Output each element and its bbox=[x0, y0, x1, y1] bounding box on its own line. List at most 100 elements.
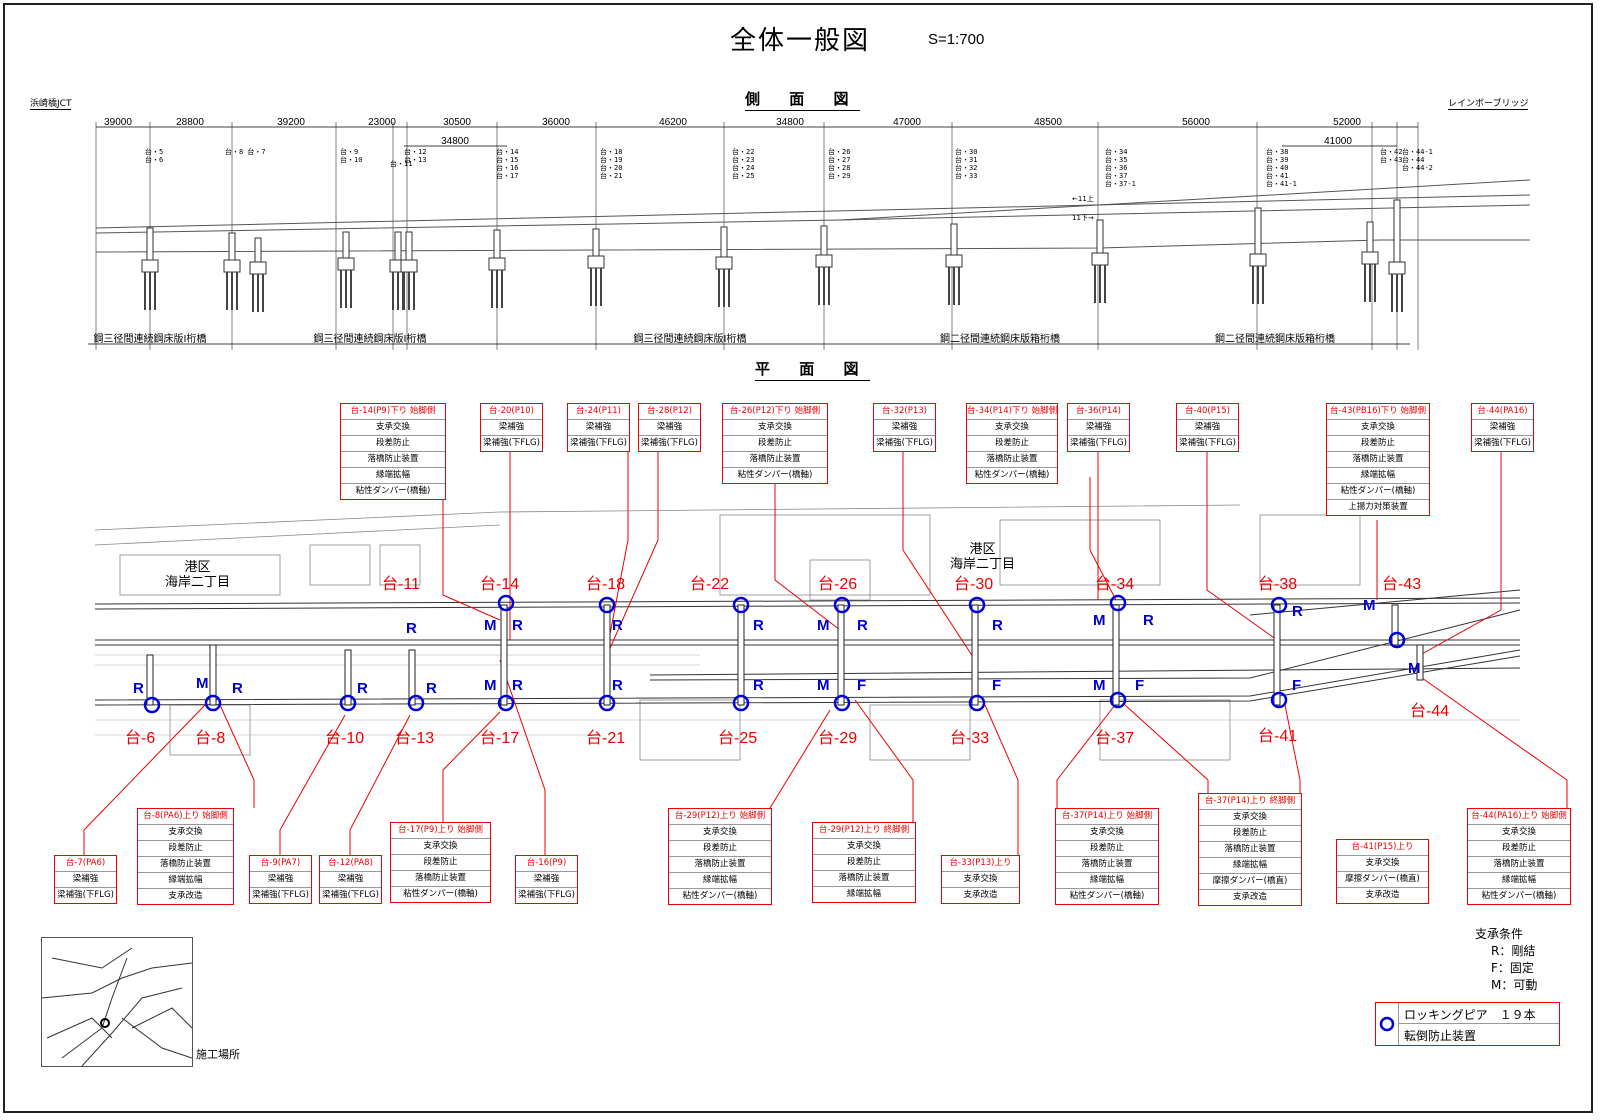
pier-group: 台・18 台・19 台・20 台・21 bbox=[600, 148, 623, 180]
callout-box: 台-41(P15)上り 支承交換 摩擦ダンパー(橋直) 支承改造 bbox=[1336, 839, 1429, 904]
bearing-condition-label: M bbox=[1093, 677, 1106, 694]
callout-item: 縁端拡幅 bbox=[341, 468, 445, 484]
callout-item: 粘性ダンパー(橋軸) bbox=[1069, 891, 1145, 901]
callout-box: 台-44(PA16) 梁補強 梁補強(下FLG) bbox=[1471, 403, 1534, 452]
legend-item: F：固定 bbox=[1491, 961, 1534, 975]
rocking-pier-circle bbox=[598, 596, 616, 614]
pier-group: 台・44-1 台・44 台・44-2 bbox=[1402, 148, 1433, 172]
rocking-pier-circle bbox=[833, 694, 851, 712]
callout-item: 梁補強(下FLG) bbox=[322, 890, 379, 900]
pier-group: 台・9 台・10 bbox=[340, 148, 363, 164]
callout-item: 縁端拡幅 bbox=[138, 873, 233, 889]
callout-box: 台-44(PA16)上り 始脚側 支承交換 段差防止 落橋防止装置 縁端拡幅 粘… bbox=[1467, 808, 1571, 905]
sub-span-label: 34800 bbox=[441, 136, 469, 147]
span-label: 39000 bbox=[104, 117, 132, 128]
callout-item: 梁補強(下FLG) bbox=[1474, 438, 1531, 448]
callout-title: 台-12(PA8) bbox=[320, 856, 381, 872]
callout-item: 梁補強(下FLG) bbox=[483, 438, 540, 448]
pier-label: 台-38 bbox=[1258, 576, 1298, 593]
pier-label: 台-25 bbox=[718, 730, 758, 747]
callout-item: 支承交換 bbox=[813, 839, 915, 855]
callout-item: 摩擦ダンパー(橋直) bbox=[1337, 872, 1428, 888]
span-label: 56000 bbox=[1182, 117, 1210, 128]
callout-item: 段差防止 bbox=[391, 855, 490, 871]
pier-label: 台-30 bbox=[954, 576, 994, 593]
callout-leader-line bbox=[349, 714, 411, 855]
callout-box: 台-29(P12)上り 終脚側 支承交換 段差防止 落橋防止装置 縁端拡幅 bbox=[812, 822, 916, 903]
pier-bar bbox=[344, 649, 352, 706]
pier-label: 台-13 bbox=[395, 730, 435, 747]
bridge-type-label: 鋼二径間連続鋼床版箱桁橋 bbox=[1215, 334, 1335, 345]
callout-item: 粘性ダンパー(橋軸) bbox=[1327, 484, 1429, 500]
bearing-condition-label: M bbox=[196, 675, 209, 692]
callout-item: 梁補強(下FLG) bbox=[518, 890, 575, 900]
callout-title: 台-43(PB16)下り 始脚側 bbox=[1327, 404, 1429, 420]
pier-label: 台-8 bbox=[195, 730, 226, 747]
callout-leader-line bbox=[1206, 447, 1278, 641]
bearing-condition-label: F bbox=[1292, 677, 1302, 694]
callout-leader-line bbox=[219, 704, 255, 808]
pier-bar bbox=[1273, 604, 1281, 706]
callout-item: 支承改造 bbox=[168, 891, 203, 901]
pier-group: 台・5 台・6 bbox=[145, 148, 164, 164]
callout-title: 台-8(PA6)上り 始脚側 bbox=[138, 809, 233, 825]
bearing-condition-label: R bbox=[357, 680, 368, 697]
bridge-type-label: 鋼三径間連続鋼床版Ⅰ桁橋 bbox=[633, 334, 747, 345]
bearing-condition-label: M bbox=[1363, 597, 1376, 614]
bearing-condition-label: R bbox=[512, 617, 523, 634]
pier-bar bbox=[146, 654, 154, 706]
pier-group: 台・11 bbox=[390, 160, 413, 168]
callout-item: 粘性ダンパー(橋軸) bbox=[355, 486, 431, 496]
span-label: 36000 bbox=[542, 117, 570, 128]
callout-box: 台-37(P14)上り 終脚側 支承交換 段差防止 落橋防止装置 縁端拡幅 摩擦… bbox=[1198, 793, 1302, 906]
callout-item: 梁補強 bbox=[516, 872, 577, 888]
rocking-pier-circle bbox=[497, 694, 515, 712]
pier-label: 台-34 bbox=[1095, 576, 1135, 593]
callout-leader-line bbox=[1056, 704, 1116, 808]
callout-item: 支承交換 bbox=[1337, 856, 1428, 872]
bearing-condition-label: R bbox=[133, 680, 144, 697]
span-label: 28800 bbox=[176, 117, 204, 128]
callout-item: 梁補強 bbox=[55, 872, 116, 888]
span-label: 46200 bbox=[659, 117, 687, 128]
pier-elevation bbox=[1361, 221, 1379, 302]
rocking-pier-circle bbox=[143, 696, 161, 714]
pier-label: 台-37 bbox=[1095, 730, 1135, 747]
callout-title: 台-9(PA7) bbox=[250, 856, 311, 872]
callout-title: 台-40(P15) bbox=[1177, 404, 1238, 420]
callout-leader-line bbox=[854, 699, 914, 822]
callout-leader-line bbox=[606, 447, 629, 651]
rocking-pier-circle bbox=[339, 694, 357, 712]
callout-item: 落橋防止装置 bbox=[813, 871, 915, 887]
pier-label: 台-41 bbox=[1258, 728, 1298, 745]
callout-item: 段差防止 bbox=[669, 841, 771, 857]
drawing-title: 全体一般図 bbox=[730, 26, 871, 56]
district-label: 港区 海岸二丁目 bbox=[950, 542, 1016, 572]
bearing-condition-label: R bbox=[232, 680, 243, 697]
callout-box: 台-26(P12)下り 始脚側 支承交換 段差防止 落橋防止装置 粘性ダンパー(… bbox=[722, 403, 828, 484]
callout-item: 支承交換 bbox=[341, 420, 445, 436]
pier-bar bbox=[737, 604, 745, 706]
callout-item: 梁補強 bbox=[1472, 420, 1533, 436]
location-map-drawing bbox=[42, 947, 192, 1066]
callout-item: 落橋防止装置 bbox=[669, 857, 771, 873]
callout-box: 台-32(P13) 梁補強 梁補強(下FLG) bbox=[873, 403, 936, 452]
callout-item: 落橋防止装置 bbox=[391, 871, 490, 887]
drawing-frame bbox=[3, 3, 1593, 1113]
callout-item: 支承交換 bbox=[1327, 420, 1429, 436]
callout-item: 支承交換 bbox=[669, 825, 771, 841]
callout-title: 台-37(P14)上り 始脚側 bbox=[1056, 809, 1158, 825]
callout-item: 縁端拡幅 bbox=[1468, 873, 1570, 889]
bearing-condition-label: R bbox=[512, 677, 523, 694]
plan-view-title: 平 面 図 bbox=[755, 358, 871, 381]
callout-title: 台-37(P14)上り 終脚側 bbox=[1199, 794, 1301, 810]
callout-item: 落橋防止装置 bbox=[1199, 842, 1301, 858]
bearing-condition-label: M bbox=[817, 617, 830, 634]
span-label: 39200 bbox=[277, 117, 305, 128]
pier-group: 台・12 台・13 bbox=[404, 148, 427, 164]
callout-item: 縁端拡幅 bbox=[1199, 858, 1301, 874]
callout-item: 支承交換 bbox=[1199, 810, 1301, 826]
legend-rocking-pier: ロッキングピア １９本 bbox=[1404, 1008, 1536, 1022]
pier-label: 台-21 bbox=[586, 730, 626, 747]
